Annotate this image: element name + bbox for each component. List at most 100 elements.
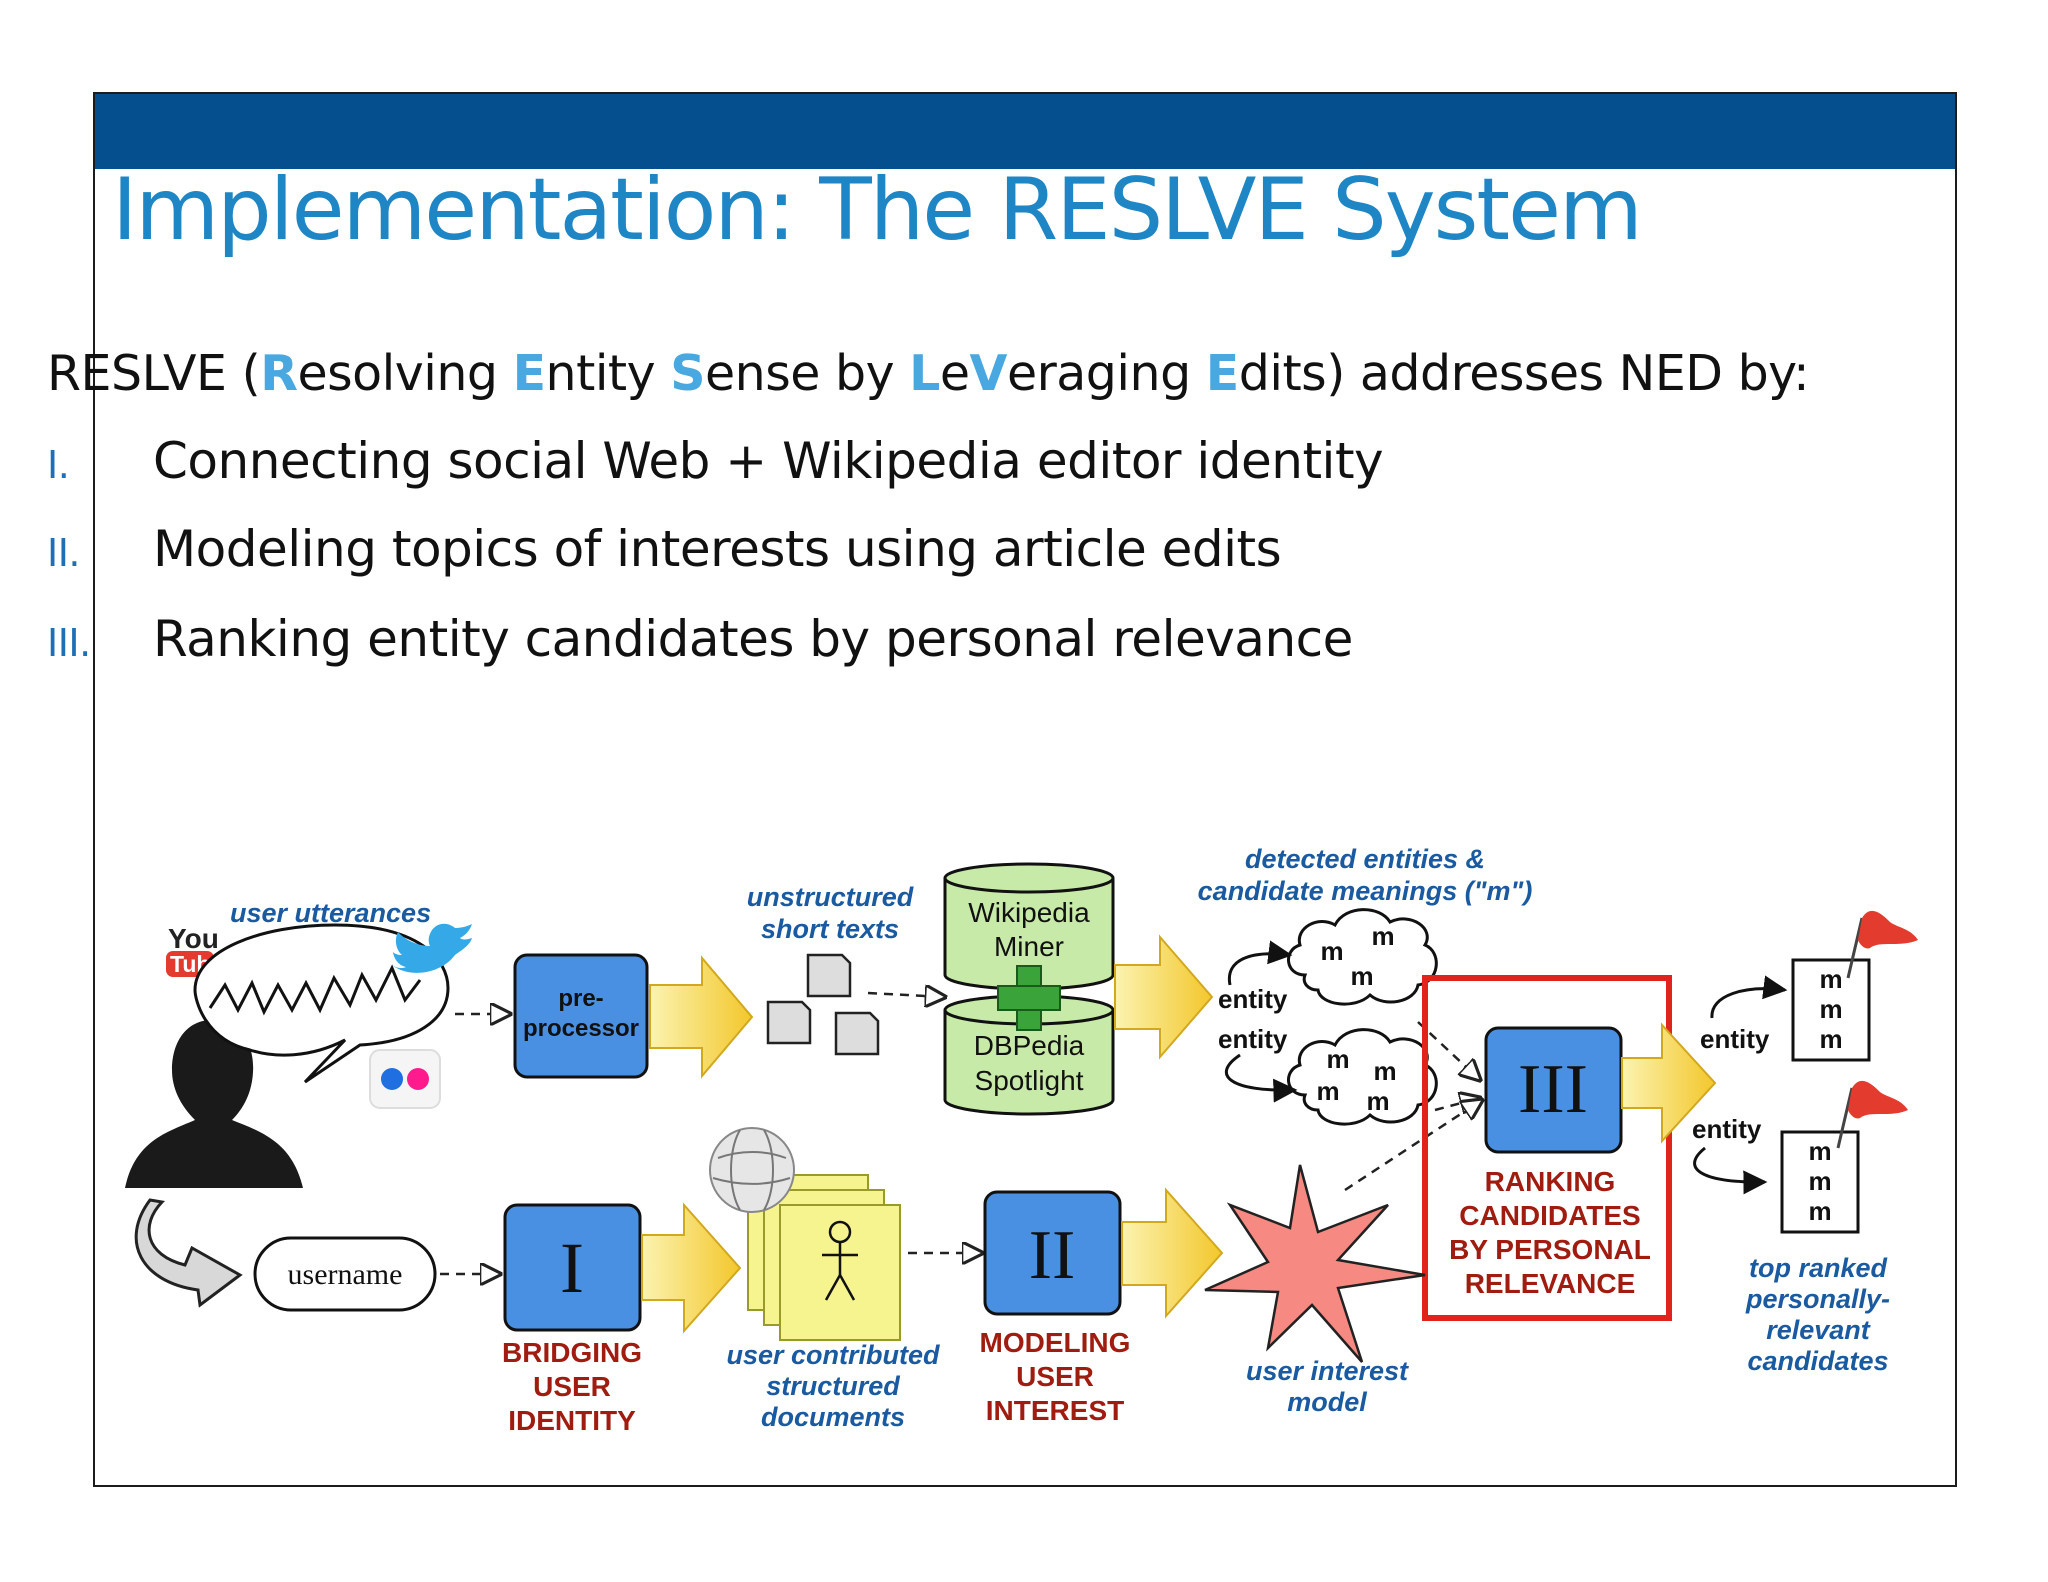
ranked-candidate-list: m m m [1791,958,1871,1062]
svg-text:username: username [288,1258,403,1291]
twitter-bird-icon [392,923,472,973]
svg-text:m: m [1350,961,1373,991]
svg-text:m: m [1819,964,1842,994]
flag-icon [1836,1080,1908,1149]
curved-arrow [1693,1146,1768,1195]
top-ranked-label: candidates [1747,1346,1888,1376]
top-ranked-label: top ranked [1749,1253,1888,1283]
stage-3-label: RELEVANCE [1465,1268,1636,1299]
acronym-letter-r: R [260,345,298,402]
stage-1-label: USER [533,1371,611,1402]
svg-text:m: m [1366,1086,1389,1116]
intro-suffix: dits) addresses NED by: [1238,345,1810,402]
documents-label: documents [761,1402,905,1432]
dashed-arrow [1344,1100,1482,1192]
svg-text:m: m [1808,1166,1831,1196]
user-utterances-label: user utterances [230,898,431,928]
acronym-letter-v: V [969,345,1008,402]
svg-text:m: m [1819,994,1842,1024]
unstructured-label: unstructured [747,882,914,912]
ranking-highlight-frame [1422,975,1672,1321]
dashed-arrow [867,993,945,997]
slide-title: Implementation: The RESLVE System [112,160,1643,260]
dashed-arrow [1417,1021,1480,1080]
stage-3-label: CANDIDATES [1459,1200,1640,1231]
svg-text:processor: processor [523,1015,639,1042]
svg-text:I: I [560,1228,584,1308]
stage-1-label: IDENTITY [508,1405,636,1436]
intro-part: ntity [545,345,671,402]
svg-text:Miner: Miner [994,931,1064,962]
stage-3-label: RANKING [1485,1166,1616,1197]
plus-icon [997,965,1061,1031]
user-interest-model-icon [1204,1164,1426,1363]
list-item-number: II. [47,531,81,575]
dashed-arrow [1434,1098,1480,1110]
detected-entities-label: detected entities & [1245,844,1485,874]
acronym-letter-s: S [670,345,706,402]
entity-label: entity [1218,1024,1288,1054]
svg-text:m: m [1808,1196,1831,1226]
svg-text:pre-: pre- [558,985,603,1012]
stage-3-label: BY PERSONAL [1449,1234,1651,1265]
svg-text:III: III [1518,1051,1588,1128]
stage-3-ranking-box: III [1484,1026,1623,1154]
stage-2-label: USER [1016,1361,1094,1392]
curved-arrow [1227,940,1293,986]
intro-sentence: RESLVE (Resolving Entity Sense by LeVera… [47,345,1810,402]
acronym-letter-e: E [512,345,546,402]
documents-label: user contributed [726,1340,940,1370]
svg-text:m: m [1326,1044,1349,1074]
intro-part: esolving [297,345,513,402]
svg-text:m: m [1373,1056,1396,1086]
list-item: III.Ranking entity candidates by persona… [47,610,1353,668]
list-item-number: III. [47,621,91,665]
list-item-text: Modeling topics of interests using artic… [153,520,1282,578]
wikipedia-globe-icon [709,1127,795,1213]
stage-1-label: BRIDGING [502,1337,642,1368]
flickr-logo-icon [369,1049,441,1109]
interest-model-label: model [1287,1387,1367,1417]
acronym-letter-l: L [909,345,940,402]
acronym-letter-e: E [1205,345,1239,402]
flow-arrow [649,955,754,1079]
user-silhouette-icon [125,1020,303,1188]
curved-arrow [1224,1053,1298,1103]
candidate-cloud: m m m [1287,908,1438,1006]
stage-2-label: MODELING [980,1327,1131,1358]
svg-text:m: m [1320,936,1343,966]
entity-label: entity [1700,1024,1770,1054]
speech-bubble [193,923,450,1084]
unstructured-label: short texts [761,914,899,944]
flow-arrow [641,1202,742,1334]
wikipedia-documents-stack [747,1174,901,1341]
wikipedia-miner-database: Wikipedia Miner [943,862,1115,991]
entity-label: entity [1218,984,1288,1014]
intro-part: eraging [1006,345,1206,402]
entity-label: entity [1692,1114,1762,1144]
documents-label: structured [766,1371,900,1401]
flow-arrow [1621,1022,1717,1144]
top-ranked-label: relevant [1766,1315,1871,1345]
flag-icon [1846,910,1918,979]
stage-1-bridging-box: I [503,1203,642,1332]
top-ranked-label: personally- [1745,1284,1890,1314]
svg-text:m: m [1819,1024,1842,1054]
flow-arrow [1121,1187,1224,1319]
intro-part: e [939,345,970,402]
list-item-text: Connecting social Web + Wikipedia editor… [153,432,1384,490]
svg-text:m: m [1316,1076,1339,1106]
svg-text:Spotlight: Spotlight [975,1065,1084,1096]
list-item-number: I. [47,443,70,487]
candidate-cloud: m m m m [1287,1028,1438,1126]
username-pill: username [253,1236,437,1312]
svg-text:m: m [1808,1136,1831,1166]
interest-model-label: user interest [1246,1356,1409,1386]
curved-arrow [1710,975,1788,1019]
stage-2-modeling-box: II [983,1190,1122,1316]
preprocessor-box: pre- processor [513,953,649,1079]
svg-text:Wikipedia: Wikipedia [968,897,1090,928]
list-item: I. Connecting social Web + Wikipedia edit… [47,432,1384,490]
list-item: II. Modeling topics of interests using ar… [47,520,1282,578]
